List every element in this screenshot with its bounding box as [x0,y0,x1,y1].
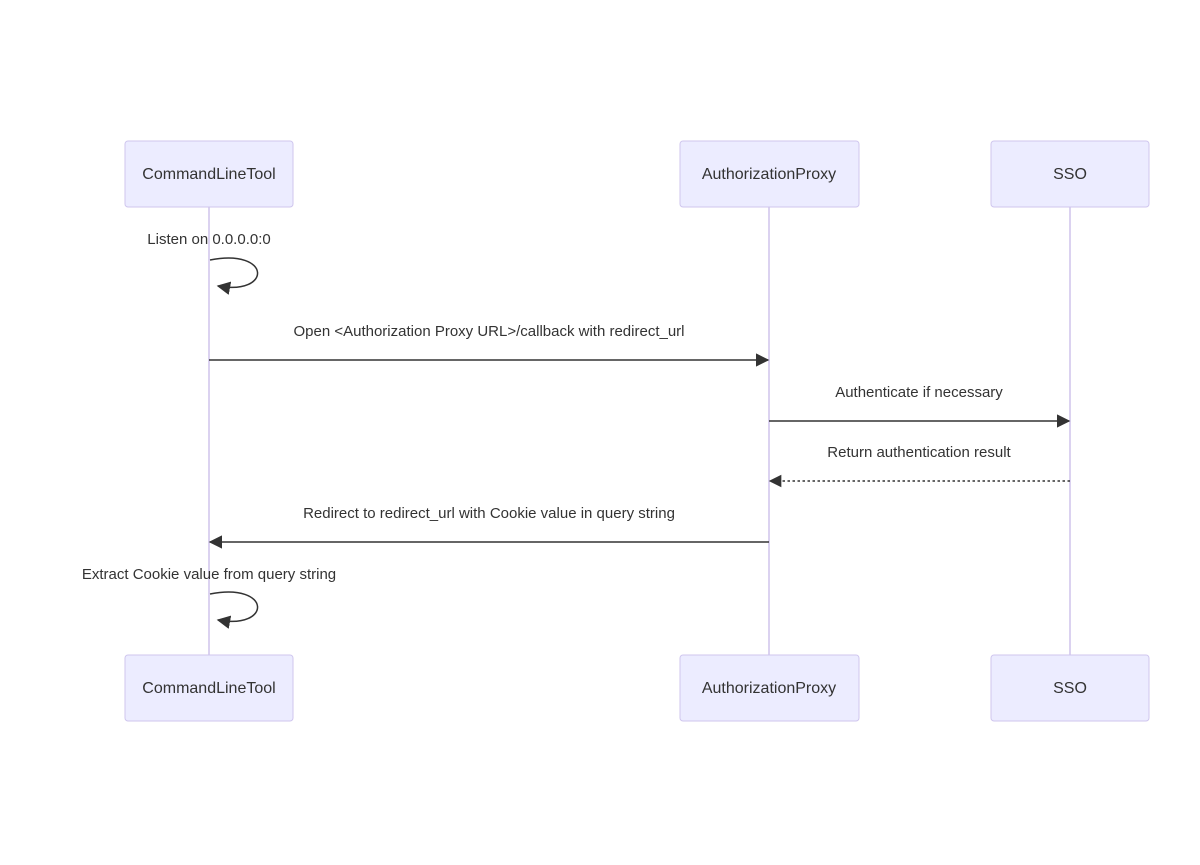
actor-label: AuthorizationProxy [702,166,836,183]
message-return-auth-result: Return authentication result [768,444,1070,488]
message-extract-cookie-self-loop: Extract Cookie value from query string [82,566,336,629]
message-label: Open <Authorization Proxy URL>/callback … [293,323,684,340]
actor-box [124,140,294,208]
actor-box [679,654,860,722]
self-loop-arrow [209,257,259,295]
message-label: Listen on 0.0.0.0:0 [147,231,270,248]
actor-label: CommandLineTool [142,166,275,183]
actor-box [990,654,1150,722]
actor-bottom-commandlinetool: CommandLineTool [124,654,294,722]
actor-label: SSO [1053,680,1087,697]
actor-bottom-authorizationproxy: AuthorizationProxy [679,654,860,722]
message-open-callback: Open <Authorization Proxy URL>/callback … [209,323,770,367]
actor-label: CommandLineTool [142,680,275,697]
self-loop-arrow [209,591,259,629]
actor-label: AuthorizationProxy [702,680,836,697]
message-label: Redirect to redirect_url with Cookie val… [303,505,675,522]
message-authenticate: Authenticate if necessary [769,384,1071,428]
message-label: Return authentication result [827,444,1011,461]
actor-top-commandlinetool: CommandLineTool [124,140,294,208]
actor-top-sso: SSO [990,140,1150,208]
actor-box [679,140,860,208]
actor-box [124,654,294,722]
actor-top-authorizationproxy: AuthorizationProxy [679,140,860,208]
message-label: Authenticate if necessary [835,384,1003,401]
message-redirect: Redirect to redirect_url with Cookie val… [208,505,769,549]
message-listen-self-loop: Listen on 0.0.0.0:0 [147,231,271,295]
actor-bottom-sso: SSO [990,654,1150,722]
actor-label: SSO [1053,166,1087,183]
message-label: Extract Cookie value from query string [82,566,336,583]
actor-box [990,140,1150,208]
